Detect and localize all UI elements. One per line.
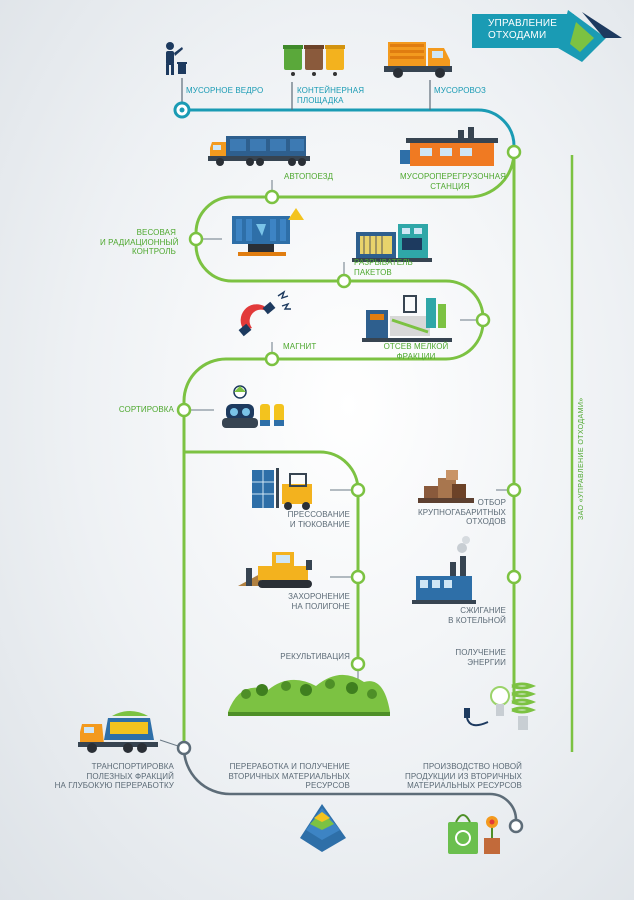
radiation-scale-icon xyxy=(232,208,304,256)
recycling-containers-icon xyxy=(283,45,345,76)
screening-plant-icon xyxy=(362,295,452,342)
magnet-icon xyxy=(238,290,291,337)
node-production xyxy=(508,818,524,834)
road-train-icon xyxy=(208,136,310,166)
node-screening xyxy=(475,312,491,328)
protective-gear-icon xyxy=(222,385,284,428)
boiler-house-icon xyxy=(412,536,476,604)
node-recultivation xyxy=(350,656,366,672)
logo-text: УПРАВЛЕНИЕ ОТХОДАМИ xyxy=(488,18,558,41)
label-pressing: ПРЕССОВАНИЕ И ТЮКОВАНИЕ xyxy=(287,510,350,529)
label-landfill: ЗАХОРОНЕНИЕ НА ПОЛИГОНЕ xyxy=(288,592,350,611)
transfer-station-icon xyxy=(400,127,498,166)
bulldozer-icon xyxy=(238,552,312,588)
dump-truck-icon xyxy=(78,711,158,753)
label-energy: ПОЛУЧЕНИЕ ЭНЕРГИИ xyxy=(455,648,506,667)
forklift-bales-icon xyxy=(252,468,312,510)
label-screening: ОТСЕВ МЕЛКОЙ ФРАКЦИИ xyxy=(383,342,449,361)
eco-bag-flower-icon xyxy=(448,814,500,854)
node-burning xyxy=(506,569,522,585)
node-sorting xyxy=(176,402,192,418)
label-magnet: МАГНИТ xyxy=(283,342,317,351)
label-recultivation: РЕКУЛЬТИВАЦИЯ xyxy=(280,652,350,661)
node-transport xyxy=(176,740,192,756)
label-weight-control: ВЕСОВАЯ И РАДИАЦИОННЫЙ КОНТРОЛЬ xyxy=(100,228,179,256)
company-name-vertical: ЗАО «УПРАВЛЕНИЕ ОТХОДАМИ» xyxy=(578,397,585,520)
label-bag-breaker: РАЗРЫВАТЕЛЬ ПАКЕТОВ xyxy=(354,258,413,277)
node-bulky xyxy=(506,482,522,498)
label-bulky-waste: ОТБОР КРУПНОГАБАРИТНЫХ ОТХОДОВ xyxy=(418,498,506,526)
label-processing: ПЕРЕРАБОТКА И ПОЛУЧЕНИЕ ВТОРИЧНЫХ МАТЕРИ… xyxy=(228,762,350,790)
flow-line-deep-processing xyxy=(182,747,518,826)
bulky-waste-icon xyxy=(418,470,474,503)
label-garbage-truck: МУСОРОВОЗ xyxy=(434,86,486,95)
label-transport: ТРАНСПОРТИРОВКА ПОЛЕЗНЫХ ФРАКЦИЙ НА ГЛУБ… xyxy=(54,762,174,790)
node-transfer xyxy=(506,144,522,160)
node-road-train xyxy=(264,189,280,205)
node-bag-breaker xyxy=(336,273,352,289)
label-production: ПРОИЗВОДСТВО НОВОЙ ПРОДУКЦИИ ИЗ ВТОРИЧНЫ… xyxy=(404,762,522,790)
label-bin: МУСОРНОЕ ВЕДРО xyxy=(186,86,264,95)
bag-breaker-icon xyxy=(352,224,432,262)
label-burning: СЖИГАНИЕ В КОТЕЛЬНОЙ xyxy=(448,606,506,625)
node-weight xyxy=(188,231,204,247)
node-pressing xyxy=(350,482,366,498)
label-container-site: КОНТЕЙНЕРНАЯ ПЛОЩАДКА xyxy=(297,86,365,105)
node-landfill xyxy=(350,569,366,585)
flow-nodes xyxy=(173,101,524,834)
step-connectors-top xyxy=(181,78,431,110)
label-road-train: АВТОПОЕЗД xyxy=(284,172,334,181)
company-logo: УПРАВЛЕНИЕ ОТХОДАМИ xyxy=(472,8,628,68)
label-transfer-station: МУСОРОПЕРЕГРУЗОЧНАЯ СТАНЦИЯ xyxy=(400,172,507,191)
person-trash-icon xyxy=(166,42,187,75)
label-sorting: СОРТИРОВКА xyxy=(118,405,174,414)
logo-badge-icon xyxy=(472,10,622,62)
flow-line-collection xyxy=(182,108,516,152)
recycling-pyramid-icon xyxy=(300,804,346,852)
garbage-truck-icon xyxy=(384,42,452,78)
green-landscape-icon xyxy=(228,674,390,716)
energy-bulbs-icon xyxy=(464,682,537,730)
flow-line-transfer-to-train xyxy=(182,151,516,748)
node-magnet xyxy=(264,351,280,367)
